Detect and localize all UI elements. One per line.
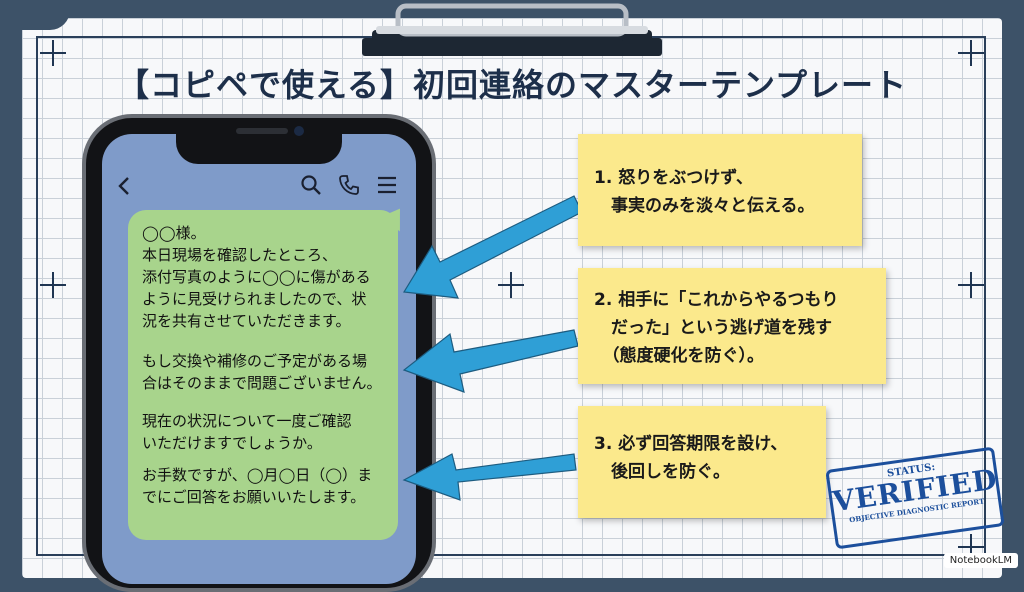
binder-clip-icon xyxy=(362,3,662,56)
phone-call-icon[interactable] xyxy=(338,174,360,196)
message-paragraph-4: お手数ですが、◯月◯日（◯）ま でにご回答をお願いいたします。 xyxy=(142,466,373,506)
sticky-note-2: 2. 相手に「これからやるつもり だった」という逃げ道を残す （態度硬化を防ぐ）… xyxy=(578,268,886,384)
board-corner xyxy=(0,0,70,30)
crosshair-icon xyxy=(498,272,524,298)
hamburger-menu-icon[interactable] xyxy=(376,175,398,195)
search-icon[interactable] xyxy=(300,174,322,196)
brand-label: NotebookLM xyxy=(949,555,1012,566)
sticky-note-3: 3. 必ず回答期限を設け、 後回しを防ぐ。 xyxy=(578,406,826,518)
arrow-icon xyxy=(402,329,579,393)
phone-notch xyxy=(176,118,342,164)
crosshair-icon xyxy=(958,534,984,560)
arrow-icon xyxy=(402,453,577,501)
crosshair-icon xyxy=(40,272,66,298)
message-paragraph-2: もし交換や補修のご予定がある場 合はそのままで問題ございません。 xyxy=(142,352,382,392)
crosshair-icon xyxy=(958,272,984,298)
pointer-arrows xyxy=(402,195,583,501)
message-paragraph-1: ◯◯様。 本日現場を確認したところ、 添付写真のように◯◯に傷がある ように見受… xyxy=(142,224,371,330)
message-bubble xyxy=(128,210,398,540)
back-chevron-icon[interactable] xyxy=(114,174,134,198)
brand-watermark: NotebookLM xyxy=(943,553,1018,568)
page-title: 【コピペで使える】初回連絡のマスターテンプレート xyxy=(116,66,908,104)
speaker-icon xyxy=(236,128,288,134)
arrow-icon xyxy=(402,195,583,299)
crosshair-icon xyxy=(958,40,984,66)
sticky-note-1: 1. 怒りをぶつけず、 事実のみを淡々と伝える。 xyxy=(578,134,862,246)
camera-icon xyxy=(294,126,304,136)
message-paragraph-3: 現在の状況について一度ご確認 いただけますでしょうか。 xyxy=(142,412,352,452)
crosshair-icon xyxy=(40,40,66,66)
